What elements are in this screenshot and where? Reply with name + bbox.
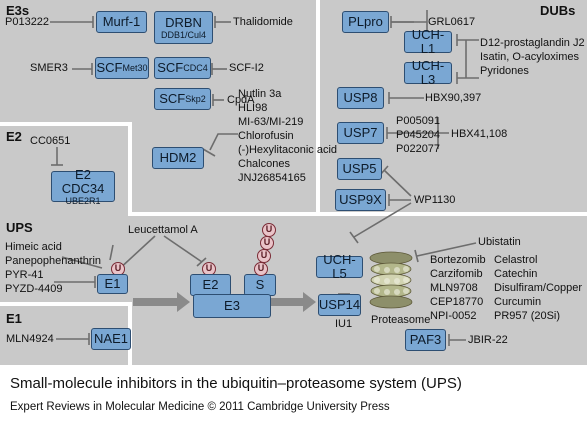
nae1-inhibitor-label: MLN4924 xyxy=(6,333,54,345)
uch-l5-box: UCH-L5 xyxy=(316,253,363,281)
e1-inhibitor-list: Himeic acid Panepophenanthrin PYR-41 PYZ… xyxy=(5,240,101,296)
hdm2-inhibitor: (-)Hexylitaconic acid xyxy=(238,144,338,156)
proteasome-inhibitor-list-2: Celastrol Catechin Disulfiram/Copper Cur… xyxy=(494,253,582,323)
divider-horizontal-main xyxy=(128,212,587,216)
scf-met30-superscript: Met30 xyxy=(122,63,148,73)
caption-area xyxy=(0,365,587,422)
scf-cdc4-superscript: CDC4 xyxy=(183,63,208,73)
e1-inhibitor: Himeic acid xyxy=(5,241,62,253)
section-title-ups: UPS xyxy=(6,220,33,235)
section-title-e2: E2 xyxy=(6,129,22,144)
scf-skp2-inhibitor-label: CpdA xyxy=(227,94,255,106)
scf-cdc4-inhibitor-label: SCF-I2 xyxy=(229,62,264,74)
divider-ups-e1 xyxy=(0,302,131,306)
e2-cdc34-label: E2 CDC34 xyxy=(61,166,105,196)
hdm2-inhibitor: Nutlin 3a xyxy=(238,88,282,100)
e2-complex-box: E2 xyxy=(190,274,231,296)
substrate-box: S xyxy=(244,274,276,296)
plpro-box: PLpro xyxy=(342,11,389,33)
leucettamol-label: Leucettamol A xyxy=(128,224,198,236)
e3-complex-box: E3 xyxy=(193,294,271,318)
ubiquitin-chain: U xyxy=(257,249,271,263)
proteasome-inhibitor: Celastrol xyxy=(494,254,538,266)
iu1-label: IU1 xyxy=(335,318,353,330)
drbn-label: DRBN xyxy=(165,14,202,30)
usp8-box: USP8 xyxy=(337,87,384,109)
hdm2-inhibitor: HLI98 xyxy=(238,102,268,114)
usp7-inhibitor: P045204 xyxy=(396,129,441,141)
e1-inhibitor: Panepophenanthrin xyxy=(5,255,102,267)
caption-credit: Expert Reviews in Molecular Medicine © 2… xyxy=(10,401,390,413)
proteasome-inhibitor: Curcumin xyxy=(494,296,542,308)
ubiquitin-chain: U xyxy=(254,262,268,276)
scf-met30-label: SCF xyxy=(96,60,123,75)
section-title-e1: E1 xyxy=(6,311,22,326)
proteasome-inhibitor: CEP18770 xyxy=(430,296,484,308)
uch-l1-box: UCH-L1 xyxy=(404,28,452,56)
hdm2-inhibitor: Chalcones xyxy=(238,158,290,170)
hdm2-box: HDM2 xyxy=(152,147,204,169)
usp14-box: USP14 xyxy=(318,294,361,316)
proteasome-inhibitor-list-1: Bortezomib Carzifomib MLN9708 CEP18770 N… xyxy=(430,253,486,323)
usp8-inhibitor-label: HBX90,397 xyxy=(425,92,482,104)
murf1-box: Murf-1 xyxy=(96,11,147,33)
drbn-inhibitor-label: Thalidomide xyxy=(233,16,293,28)
usp7-box: USP7 xyxy=(337,122,384,144)
divider-e3s-e2 xyxy=(0,122,131,126)
e1-box: E1 xyxy=(97,274,128,294)
section-title-dubs: DUBs xyxy=(540,3,576,18)
e1-inhibitor: PYZD-4409 xyxy=(5,283,63,295)
hdm2-inhibitor: JNJ26854165 xyxy=(238,172,306,184)
usp5-box: USP5 xyxy=(337,158,382,180)
proteasome-inhibitor: Catechin xyxy=(494,268,538,280)
proteasome-inhibitor: Disulfiram/Copper xyxy=(494,282,583,294)
proteasome-inhibitor: MLN9708 xyxy=(430,282,478,294)
hdm2-inhibitor: Chlorofusin xyxy=(238,130,294,142)
uch-inhibitor: Isatin, O-acyloximes xyxy=(480,51,580,63)
section-title-e3s: E3s xyxy=(6,3,30,18)
paf3-box: PAF3 xyxy=(405,329,446,351)
uch-inhibitor: D12-prostaglandin J2 xyxy=(480,37,585,49)
proteasome-label: Proteasome xyxy=(371,314,431,326)
proteasome-inhibitor: Bortezomib xyxy=(430,254,486,266)
uch-inhibitor-list: D12-prostaglandin J2 Isatin, O-acyloxime… xyxy=(480,36,585,78)
usp7-inhibitor: P022077 xyxy=(396,143,441,155)
proteasome-inhibitor: NPI-0052 xyxy=(430,310,477,322)
drbn-sublabel: DDB1/Cul4 xyxy=(160,29,207,40)
wp1130-label: WP1130 xyxy=(414,194,456,206)
e2-cdc34-box: E2 CDC34 UBE2R1 xyxy=(51,166,115,206)
scf-skp2-superscript: Skp2 xyxy=(185,94,206,104)
e2-cdc34-sublabel: UBE2R1 xyxy=(65,195,101,206)
murf1-inhibitor-label: P013222 xyxy=(5,16,50,28)
plpro-inhibitor-label: GRL0617 xyxy=(428,16,476,28)
uch-l3-box: UCH-L3 xyxy=(404,59,452,87)
drbn-box: DRBN DDB1/Cul4 xyxy=(154,11,213,44)
ubiquitin-chain: U xyxy=(260,236,274,250)
scf-cdc4-label: SCF xyxy=(157,60,184,75)
hdm2-inhibitor-list: Nutlin 3a HLI98 MI-63/MI-219 Chlorofusin… xyxy=(238,87,337,185)
divider-e2-right xyxy=(128,122,132,216)
divider-vertical-dubs xyxy=(316,0,320,212)
proteasome-icon xyxy=(369,251,413,309)
paf3-inhibitor-label: JBIR-22 xyxy=(468,334,508,346)
scf-met30-inhibitor-label: SMER3 xyxy=(30,62,68,74)
e1-inhibitor: PYR-41 xyxy=(5,269,44,281)
ubistatin-label: Ubistatin xyxy=(478,236,521,248)
hdm2-inhibitor: MI-63/MI-219 xyxy=(238,116,304,128)
ubiquitin-chain: U xyxy=(262,223,276,237)
scf-skp2-label: SCF xyxy=(159,91,186,106)
proteasome-inhibitor: PR957 (20Si) xyxy=(494,310,561,322)
nae1-box: NAE1 xyxy=(91,328,131,350)
proteasome-inhibitor: Carzifomib xyxy=(430,268,483,280)
e2-inhibitor-label: CC0651 xyxy=(30,135,71,147)
usp9x-box: USP9X xyxy=(335,189,386,211)
usp7-inhibitor: P005091 xyxy=(396,115,441,127)
uch-inhibitor: Pyridones xyxy=(480,65,529,77)
usp7-inhibitor-label-2: HBX41,108 xyxy=(451,128,508,140)
caption-title: Small-molecule inhibitors in the ubiquit… xyxy=(10,375,462,392)
usp7-inhibitor-list: P005091 P045204 P022077 xyxy=(396,114,440,156)
